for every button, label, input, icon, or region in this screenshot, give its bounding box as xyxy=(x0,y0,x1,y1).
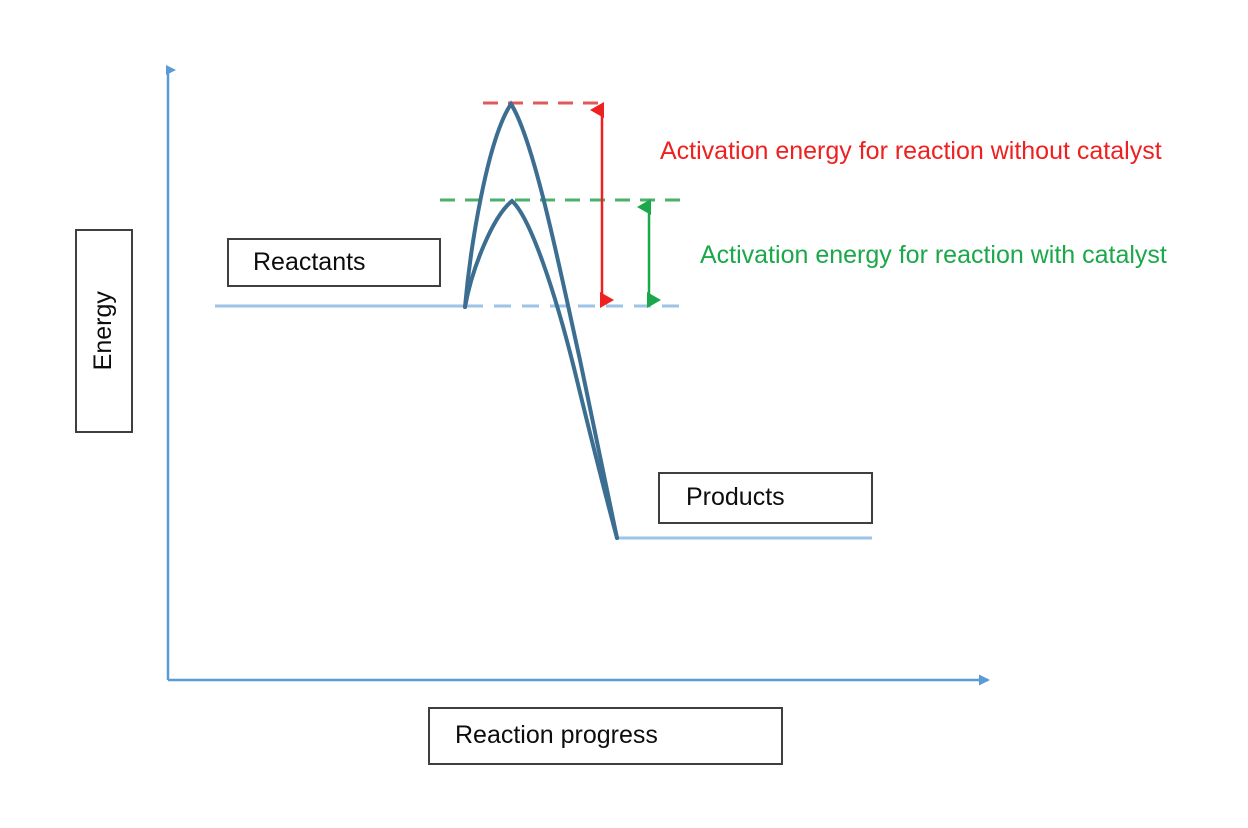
y-axis-label-box: Energy xyxy=(75,229,133,433)
reactants-label-text: Reactants xyxy=(253,247,366,276)
activation-energy-with-catalyst-label: Activation energy for reaction with cata… xyxy=(700,241,1167,269)
products-label-text: Products xyxy=(686,483,785,512)
activation-energy-without-catalyst-label: Activation energy for reaction without c… xyxy=(660,137,1162,165)
products-label-box: Products xyxy=(658,472,873,524)
catalysed-pathway-curve xyxy=(463,198,619,540)
x-axis-label-text: Reaction progress xyxy=(455,721,658,750)
x-axis-label-box: Reaction progress xyxy=(428,707,783,765)
y-axis-label-text: Energy xyxy=(89,291,118,371)
uncatalysed-pathway-curve xyxy=(463,100,619,540)
reactants-label-box: Reactants xyxy=(227,238,441,287)
